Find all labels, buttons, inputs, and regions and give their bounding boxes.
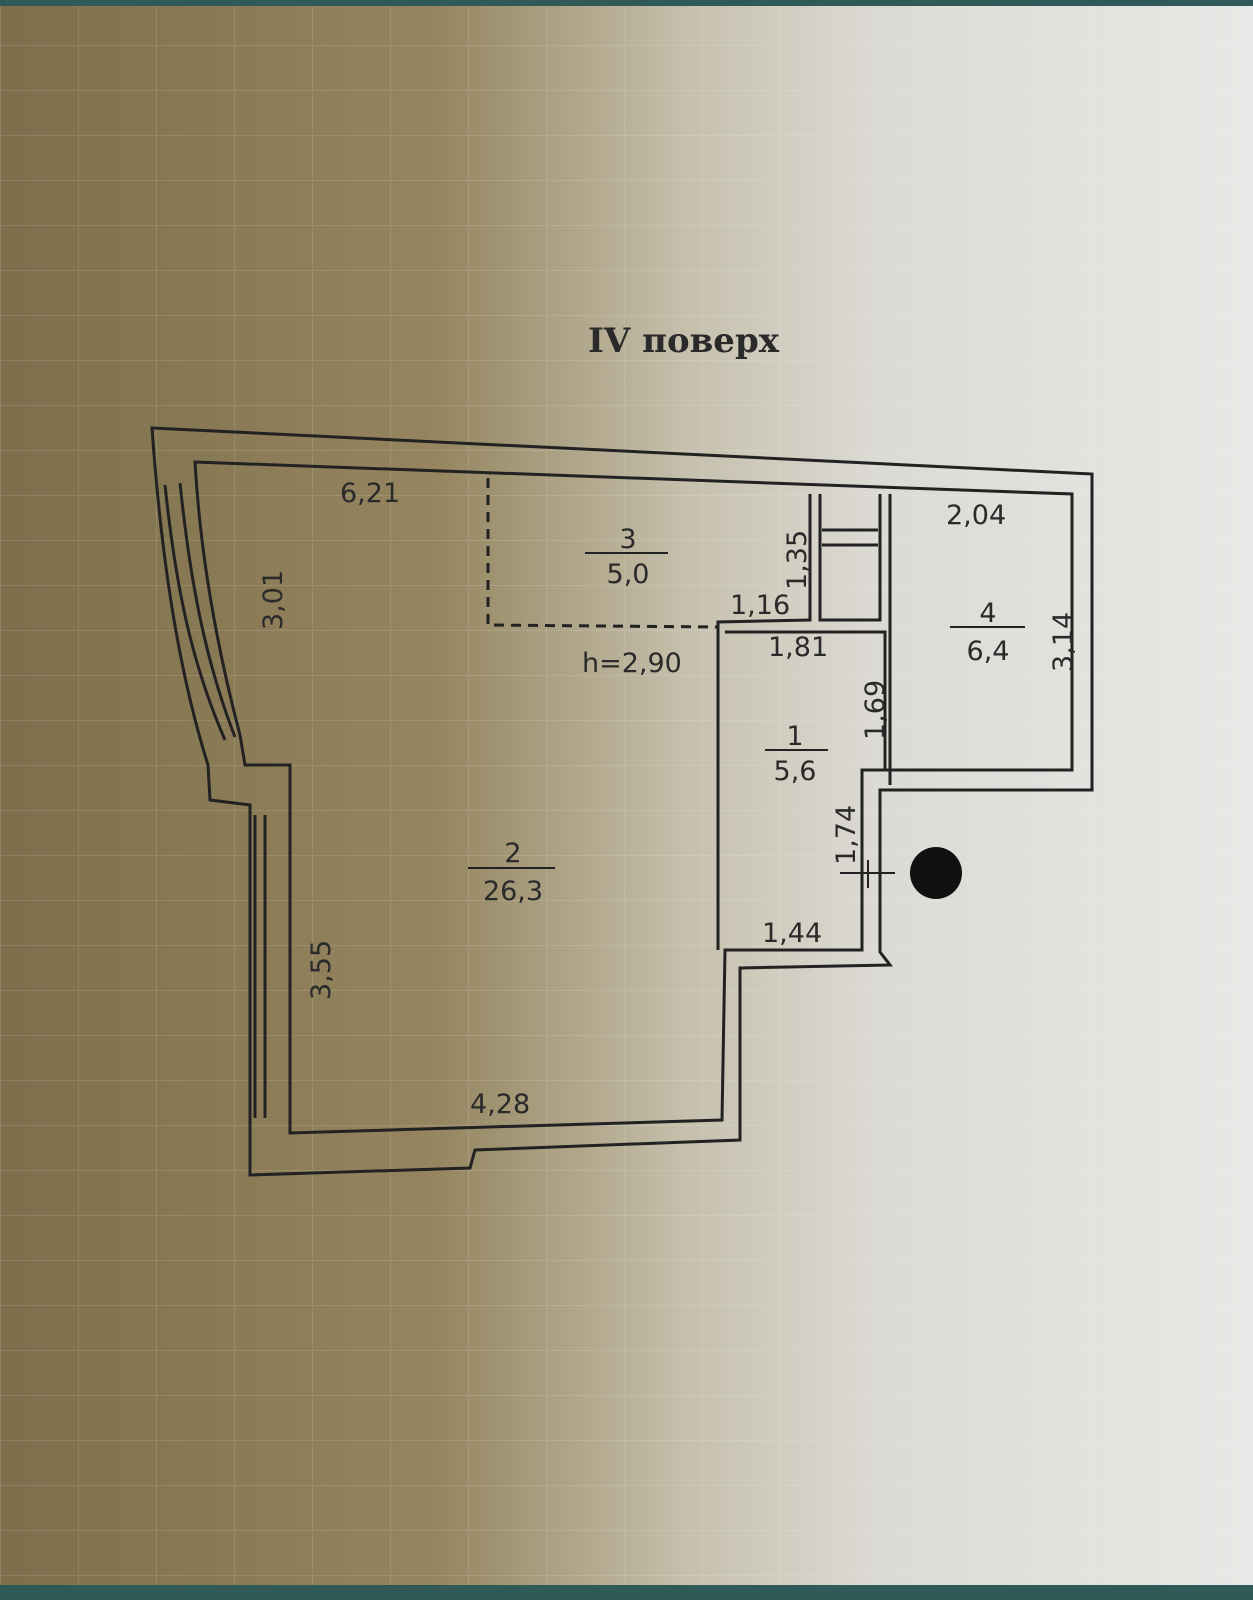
svg-text:2: 2 <box>504 838 521 869</box>
dim-room1-lower-height: 1,74 <box>831 805 862 865</box>
dim-shaft-height: 1,35 <box>782 530 813 590</box>
dim-room4-height: 3,14 <box>1048 612 1079 672</box>
bottom-frame <box>0 1585 1253 1600</box>
svg-text:3: 3 <box>619 524 636 555</box>
dim-room1-width: 1,81 <box>768 632 828 663</box>
dim-room4-width: 2,04 <box>946 500 1006 531</box>
svg-text:5,6: 5,6 <box>774 756 817 787</box>
riser-icon <box>910 847 962 899</box>
walls <box>150 426 1094 1177</box>
dim-shaft-width: 1,16 <box>730 590 790 621</box>
dim-room1-height: 1,69 <box>860 680 891 740</box>
dim-left-lower-height: 3,55 <box>306 940 337 1000</box>
room-4-label: 4 6,4 <box>950 598 1025 667</box>
svg-text:5,0: 5,0 <box>607 559 650 590</box>
svg-text:1: 1 <box>786 721 803 752</box>
svg-text:26,3: 26,3 <box>483 876 543 907</box>
floor-title: IV поверх <box>588 321 780 361</box>
dim-bottom-width: 4,28 <box>470 1089 530 1120</box>
svg-text:6,4: 6,4 <box>967 636 1010 667</box>
dim-top-left-width: 6,21 <box>340 478 400 509</box>
top-frame <box>0 0 1253 6</box>
dim-room1-bottom-width: 1,44 <box>762 918 822 949</box>
room-3-label: 3 5,0 <box>585 524 668 590</box>
room-1-label: 1 5,6 <box>765 721 828 787</box>
dim-left-upper-height: 3,01 <box>258 570 289 630</box>
room-2-label: 2 26,3 <box>468 838 555 907</box>
ceiling-height: h=2,90 <box>582 648 682 679</box>
svg-text:4: 4 <box>979 598 996 629</box>
